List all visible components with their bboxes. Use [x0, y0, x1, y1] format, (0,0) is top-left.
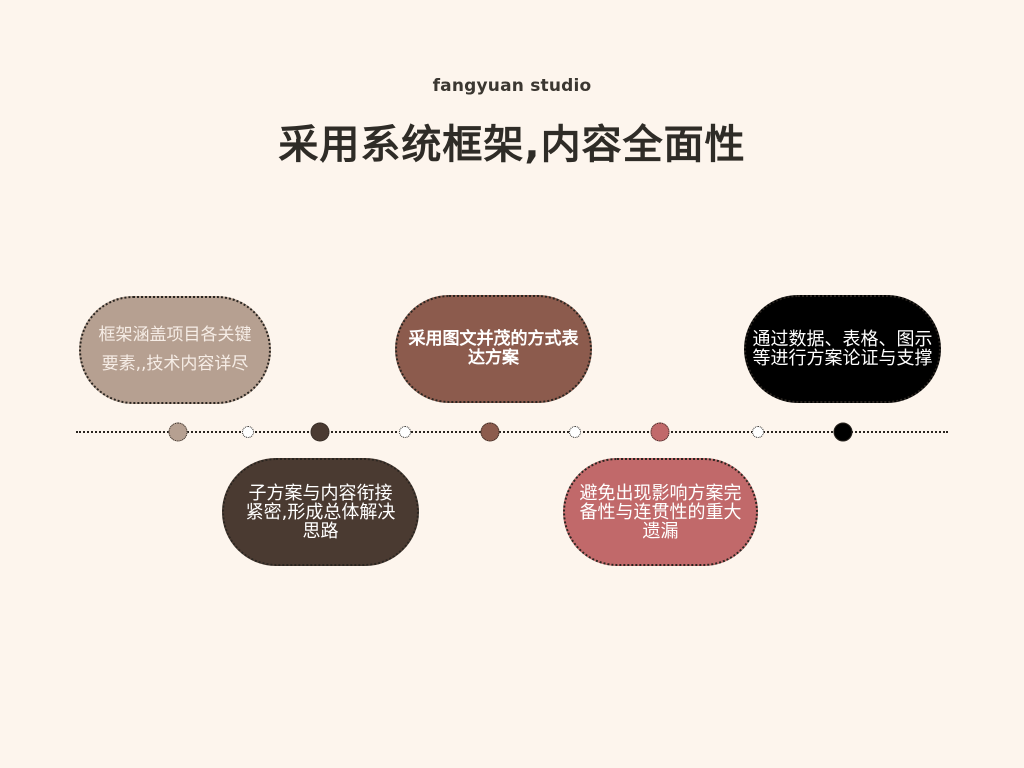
milestone-dot-3 [480, 422, 500, 442]
milestone-dot-5 [833, 422, 853, 442]
step-label-2: 子方案与内容衔接紧密,形成总体解决思路 [245, 482, 396, 542]
milestone-dot-1 [168, 422, 188, 442]
page-title: 采用系统框架,内容全面性 [278, 122, 746, 168]
step-label-4: 避免出现影响方案完备性与连贯性的重大遗漏 [579, 482, 742, 542]
step-box-5: 通过数据、表格、图示等进行方案论证与支撑 [744, 295, 941, 403]
step-box-2: 子方案与内容衔接紧密,形成总体解决思路 [222, 458, 419, 566]
connector-dot-4 [752, 426, 764, 438]
step-box-1: 框架涵盖项目各关键要素,,技术内容详尽 [79, 296, 271, 404]
step-label-3: 采用图文并茂的方式表达方案 [408, 329, 579, 368]
step-box-3: 采用图文并茂的方式表达方案 [395, 295, 592, 403]
timeline-line [76, 431, 948, 433]
studio-name: fangyuan studio [432, 76, 592, 96]
milestone-dot-2 [310, 422, 330, 442]
connector-dot-2 [399, 426, 411, 438]
connector-dot-1 [242, 426, 254, 438]
step-box-4: 避免出现影响方案完备性与连贯性的重大遗漏 [563, 458, 758, 566]
step-label-5: 通过数据、表格、图示等进行方案论证与支撑 [752, 329, 933, 369]
step-label-1: 框架涵盖项目各关键要素,,技术内容详尽 [98, 325, 252, 374]
milestone-dot-4 [650, 422, 670, 442]
connector-dot-3 [569, 426, 581, 438]
